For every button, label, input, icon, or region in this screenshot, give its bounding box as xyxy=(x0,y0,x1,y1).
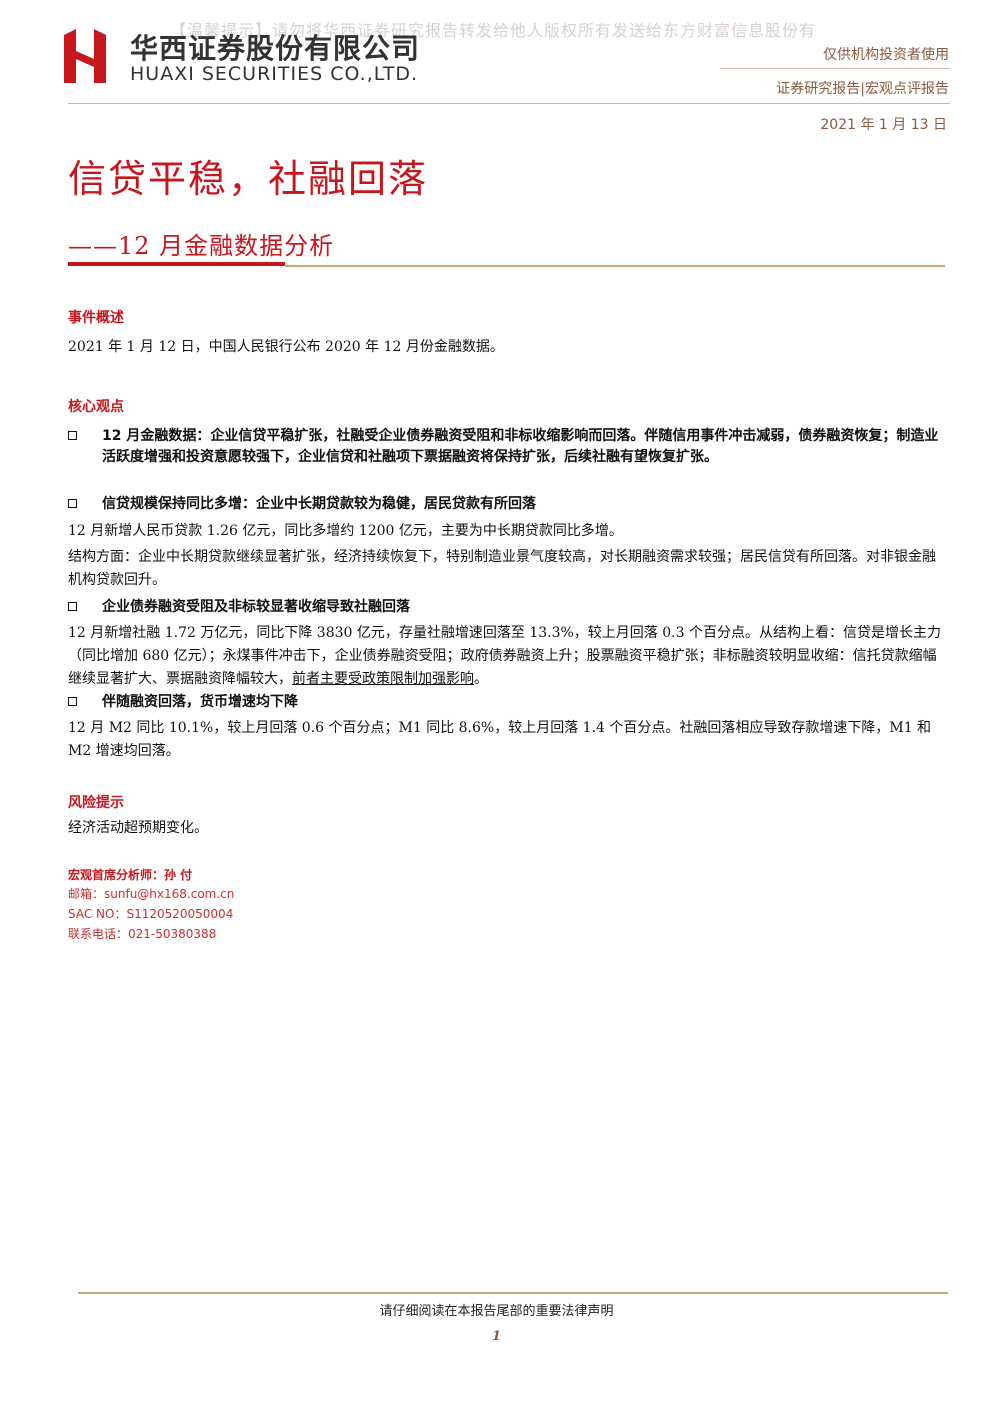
title-underline-gold xyxy=(285,265,945,267)
company-name-en: HUAXI SECURITIES CO.,LTD. xyxy=(130,63,418,85)
header-rule xyxy=(68,103,950,104)
report-subtitle: ——12 月金融数据分析 xyxy=(68,232,335,260)
analyst-block: 宏观首席分析师：孙 付 邮箱：sunfu@hx168.com.cn SAC NO… xyxy=(68,866,234,943)
bullet-3-text-end: 。 xyxy=(474,671,488,687)
analyst-name: 宏观首席分析师：孙 付 xyxy=(68,868,193,882)
bullet-2-paragraph-1: 12 月新增人民币贷款 1.26 亿元，同比多增约 1200 亿元，主要为中长期… xyxy=(68,523,623,539)
page-number: 1 xyxy=(491,1329,502,1344)
risk-heading: 风险提示 xyxy=(68,795,124,811)
core-bullet-3-text: 企业债券融资受阻及非标较显著收缩导致社融回落 xyxy=(102,599,410,615)
bullet-3-text-main: 12 月新增社融 1.72 万亿元，同比下降 3830 亿元，存量社融增速回落至… xyxy=(68,625,941,687)
bullet-3-paragraph: 12 月新增社融 1.72 万亿元，同比下降 3830 亿元，存量社融增速回落至… xyxy=(68,622,943,691)
checkbox-bullet-icon xyxy=(68,431,77,440)
core-heading: 核心观点 xyxy=(68,399,124,415)
report-date: 2021 年 1 月 13 日 xyxy=(820,117,947,133)
huaxi-logo-icon xyxy=(60,29,114,83)
risk-text: 经济活动超预期变化。 xyxy=(68,820,208,836)
event-heading: 事件概述 xyxy=(68,310,124,326)
header-divider xyxy=(720,68,950,69)
title-underline-red xyxy=(68,262,285,266)
checkbox-bullet-icon xyxy=(68,697,77,706)
bullet-3-text-underlined: 前者主要受政策限制加强影响 xyxy=(292,671,474,687)
core-bullet-3: 企业债券融资受阻及非标较显著收缩导致社融回落 xyxy=(68,597,945,618)
core-bullet-1-text: 12 月金融数据：企业信贷平稳扩张，社融受企业债券融资受阻和非标收缩影响而回落。… xyxy=(102,428,939,465)
core-bullet-2: 信贷规模保持同比多增：企业中长期贷款较为稳健，居民贷款有所回落 xyxy=(68,494,945,515)
bullet-4-paragraph: 12 月 M2 同比 10.1%，较上月回落 0.6 个百分点；M1 同比 8.… xyxy=(68,720,932,759)
checkbox-bullet-icon xyxy=(68,602,77,611)
report-title: 信贷平稳，社融回落 xyxy=(68,157,429,201)
company-name-cn: 华西证券股份有限公司 xyxy=(130,32,421,65)
report-type: 证券研究报告|宏观点评报告 xyxy=(776,81,949,97)
event-text: 2021 年 1 月 12 日，中国人民银行公布 2020 年 12 月份金融数… xyxy=(68,339,504,355)
analyst-email: 邮箱：sunfu@hx168.com.cn xyxy=(68,887,235,901)
checkbox-bullet-icon xyxy=(68,499,77,508)
watermark-notice: 【温馨提示】请勿将华西证券研究报告转发给他人版权所有发送给东方财富信息股份有 xyxy=(170,21,817,40)
footer-rule xyxy=(78,1292,948,1294)
core-bullet-4: 伴随融资回落，货币增速均下降 xyxy=(68,692,945,713)
audience-note: 仅供机构投资者使用 xyxy=(823,47,949,63)
core-bullet-1: 12 月金融数据：企业信贷平稳扩张，社融受企业债券融资受阻和非标收缩影响而回落。… xyxy=(68,426,945,468)
analyst-phone: 联系电话：021-50380388 xyxy=(68,927,217,941)
bullet-2-paragraph-2: 结构方面：企业中长期贷款继续显著扩张，经济持续恢复下，特别制造业景气度较高，对长… xyxy=(68,549,936,588)
analyst-sac: SAC NO：S1120520050004 xyxy=(68,907,234,921)
core-bullet-4-text: 伴随融资回落，货币增速均下降 xyxy=(102,694,298,710)
core-bullet-2-text: 信贷规模保持同比多增：企业中长期贷款较为稳健，居民贷款有所回落 xyxy=(102,496,536,512)
legal-notice: 请仔细阅读在本报告尾部的重要法律声明 xyxy=(379,1304,614,1319)
